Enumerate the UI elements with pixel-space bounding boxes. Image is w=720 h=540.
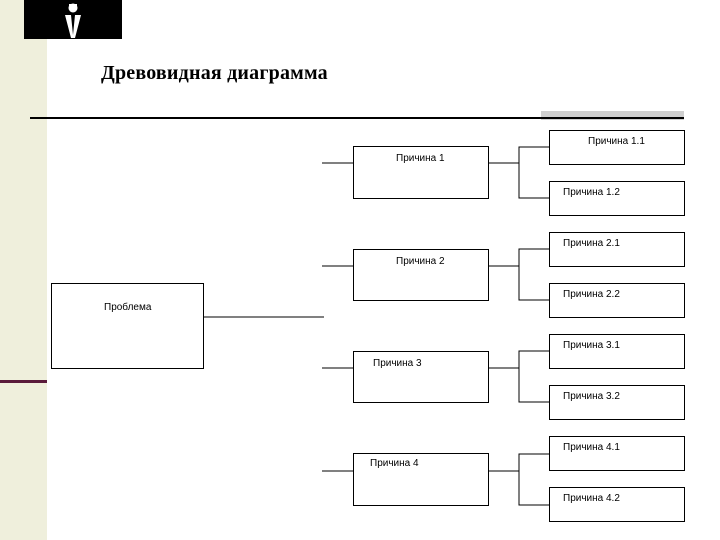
subcause-box-4-1: Причина 4.1 [549,436,685,471]
subcause-label: Причина 2.1 [563,238,620,249]
left-accent-line [0,380,47,383]
subcause-box-1-2: Причина 1.2 [549,181,685,216]
subcause-label: Причина 3.1 [563,340,620,351]
cause-box-3: Причина 3 [353,351,489,403]
subcause-box-2-1: Причина 2.1 [549,232,685,267]
subcause-box-3-1: Причина 3.1 [549,334,685,369]
slide-title: Древовидная диаграмма [101,62,328,84]
subcause-box-2-2: Причина 2.2 [549,283,685,318]
cause-label: Причина 4 [370,458,419,469]
problem-box: Проблема [51,283,204,369]
subcause-label: Причина 3.2 [563,391,620,402]
cause-box-4: Причина 4 [353,453,489,506]
problem-label: Проблема [104,302,152,313]
cause-label: Причина 2 [396,256,445,267]
subcause-label: Причина 2.2 [563,289,620,300]
left-decor-band [0,0,47,540]
subcause-box-1-1: Причина 1.1 [549,130,685,165]
subcause-label: Причина 4.1 [563,442,620,453]
subcause-label: Причина 1.1 [588,136,645,147]
cause-box-1: Причина 1 [353,146,489,199]
cause-box-2: Причина 2 [353,249,489,301]
subcause-label: Причина 1.2 [563,187,620,198]
title-underline [30,117,684,119]
logo [24,0,122,39]
subcause-box-4-2: Причина 4.2 [549,487,685,522]
cause-label: Причина 1 [396,153,445,164]
subcause-label: Причина 4.2 [563,493,620,504]
person-silhouette-icon [65,3,81,38]
cause-label: Причина 3 [373,358,422,369]
subcause-box-3-2: Причина 3.2 [549,385,685,420]
